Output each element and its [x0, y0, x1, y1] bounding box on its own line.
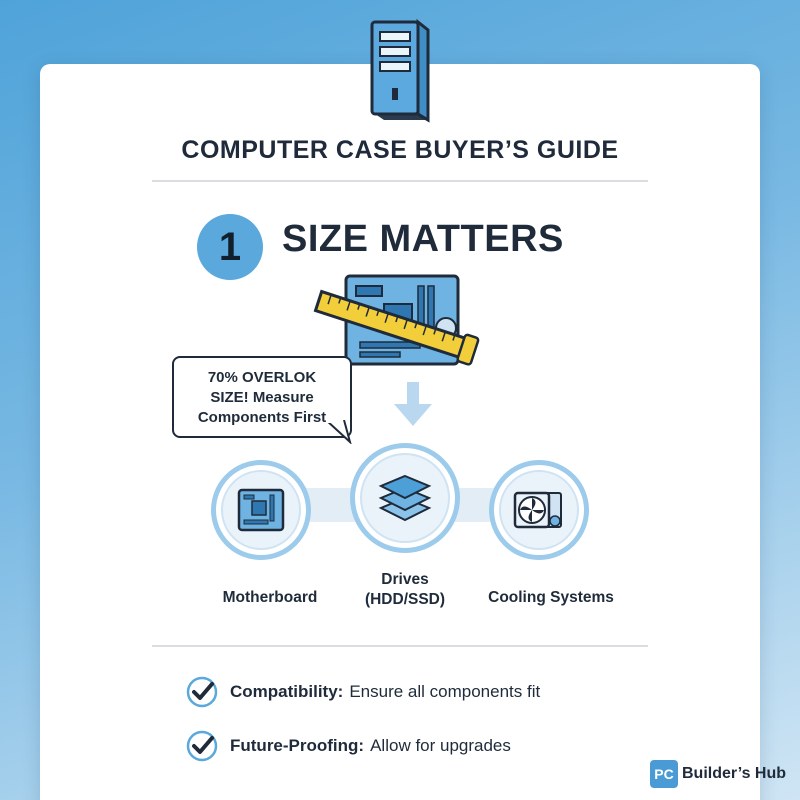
brand-watermark: PC Builder’s Hub	[650, 760, 786, 788]
step-number-badge: 1	[197, 214, 263, 280]
callout-line: 70% OVERLOK	[207, 369, 317, 386]
component-label-drives: Drives (HDD/SSD)	[345, 570, 465, 610]
guide-card	[40, 64, 760, 800]
divider	[152, 645, 648, 647]
callout-tail	[325, 420, 352, 444]
drives-label-line: Drives	[381, 571, 429, 588]
drives-circle	[350, 443, 460, 553]
brand-name: Builder’s Hub	[682, 765, 787, 782]
component-label-cooling: Cooling Systems	[488, 589, 614, 606]
checkmark-icon	[186, 676, 218, 708]
drives-stack-icon	[378, 474, 432, 522]
motherboard-measuring-tape-icon	[313, 274, 480, 366]
motherboard-icon	[237, 488, 285, 532]
checklist-text: Allow for upgrades	[370, 736, 511, 755]
checklist-item: Future-Proofing: Allow for upgrades	[186, 730, 511, 762]
step-title: SIZE MATTERS	[282, 218, 564, 260]
down-arrow-icon	[394, 382, 432, 426]
divider	[152, 180, 648, 182]
brand-logo: PC	[650, 760, 678, 788]
component-label-motherboard: Motherboard	[222, 589, 318, 606]
cooling-circle	[489, 460, 589, 560]
motherboard-circle	[211, 460, 311, 560]
callout-bubble: 70% OVERLOK SIZE! Measure Components Fir…	[172, 356, 352, 438]
checklist-text: Ensure all components fit	[349, 682, 541, 701]
cooling-fan-icon	[513, 491, 562, 529]
checklist-term: Future-Proofing:	[230, 736, 365, 755]
callout-line: Components First	[197, 409, 327, 426]
checklist-item: Compatibility: Ensure all components fit	[186, 676, 540, 708]
callout-line: SIZE! Measure	[210, 389, 314, 406]
drives-label-line: (HDD/SSD)	[364, 591, 446, 608]
page-title: COMPUTER CASE BUYER’S GUIDE	[181, 136, 619, 164]
checkmark-icon	[186, 730, 218, 762]
computer-tower-icon	[370, 18, 430, 123]
checklist-term: Compatibility:	[230, 682, 344, 701]
